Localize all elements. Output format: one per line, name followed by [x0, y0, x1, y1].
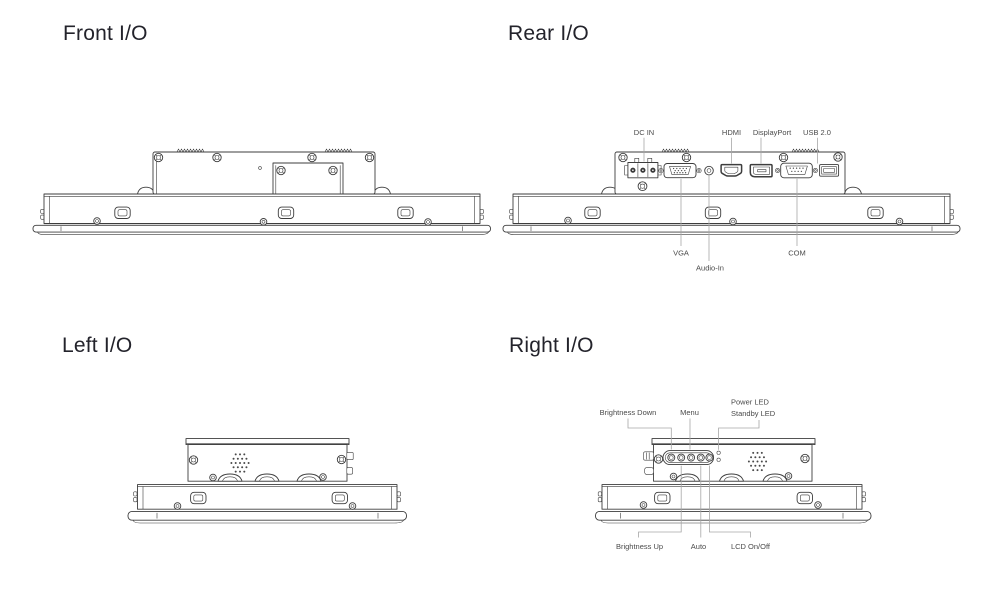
pinhole [258, 166, 262, 170]
left-io-drawing [127, 438, 407, 524]
rear-device-body [509, 193, 954, 226]
bump-screw [209, 473, 217, 482]
control-labels: Brightness Down Menu Power LED Standby L… [600, 398, 776, 552]
mounting-slot [397, 206, 414, 219]
body-screw [895, 217, 904, 226]
mount-bump [137, 186, 155, 195]
control-leaders [627, 418, 760, 538]
lcd-on-off-label: LCD On/Off [731, 542, 771, 551]
dc-in-label: DC IN [634, 128, 654, 137]
side-clamp [949, 209, 954, 220]
mounting-slot [704, 206, 722, 219]
front-bezel [32, 224, 491, 235]
front-io-title: Front I/O [63, 22, 148, 45]
adjust-knob [643, 451, 654, 461]
mounting-plate [272, 162, 344, 195]
housing-screw [653, 454, 664, 464]
com-pins [789, 167, 804, 173]
housing-screw [800, 453, 810, 464]
rear-bezel [502, 224, 961, 235]
mounting-slot [331, 491, 348, 505]
mount-bump [844, 186, 862, 195]
brightness-up-button [677, 453, 686, 462]
rear-io-title: Rear I/O [508, 22, 589, 45]
menu-button [687, 453, 696, 462]
osd-button-pill [662, 450, 715, 466]
ground-screw [637, 181, 648, 192]
mounting-slot [654, 491, 671, 505]
lcd-on-off-button [705, 453, 714, 462]
side-port-stub [644, 467, 654, 475]
com-port [775, 162, 818, 179]
body-screw [173, 502, 182, 510]
side-clamp [396, 491, 401, 503]
usb-label: USB 2.0 [803, 128, 831, 137]
left-bezel [127, 510, 407, 524]
right-io-title: Right I/O [509, 334, 594, 357]
vga-label: VGA [673, 249, 689, 258]
mounting-slot [114, 206, 131, 219]
left-device-body [133, 484, 401, 512]
right-io-drawing: Brightness Down Menu Power LED Standby L… [595, 398, 872, 552]
side-clamp [861, 491, 866, 503]
vga-pins [672, 167, 688, 174]
auto-label: Auto [691, 542, 706, 551]
brightness-down-label: Brightness Down [600, 408, 657, 417]
front-rear-housing [137, 148, 391, 195]
mounting-slot [190, 491, 207, 505]
body-screw [93, 217, 101, 225]
displayport-port [749, 163, 773, 178]
body-screw [729, 217, 737, 226]
body-screw [639, 501, 648, 509]
left-housing [185, 438, 354, 482]
housing-screw [188, 455, 199, 465]
com-label: COM [788, 249, 806, 258]
mounting-slot [867, 206, 884, 219]
mount-bump [373, 186, 391, 195]
side-clamp [597, 491, 602, 503]
auto-button [696, 453, 705, 462]
brightness-down-button [667, 453, 676, 462]
usb-port [819, 164, 840, 177]
brightness-up-label: Brightness Up [616, 542, 663, 551]
right-housing [643, 438, 816, 482]
power-led-label: Power LED [731, 398, 770, 407]
mounting-slot [796, 491, 813, 505]
hdmi-label: HDMI [722, 128, 741, 137]
front-device-body [40, 193, 484, 226]
body-screw [814, 501, 822, 509]
power-led [716, 450, 721, 455]
audio-in-label: Audio-In [696, 264, 724, 273]
rear-io-drawing: DC IN HDMI DisplayPort USB 2.0 VGA Audio… [502, 128, 961, 273]
bump-screw [784, 472, 793, 480]
housing-screw [336, 454, 347, 465]
body-screw [348, 502, 357, 510]
mounting-slot [584, 206, 601, 219]
standby-led [716, 457, 721, 462]
body-screw [424, 218, 432, 226]
body-screw [564, 216, 572, 225]
side-port-stub [346, 467, 353, 475]
front-io-drawing [32, 148, 491, 235]
body-screw [259, 218, 268, 226]
bump-screw [319, 473, 327, 481]
right-device-body [597, 484, 866, 512]
hdmi-port [720, 163, 743, 177]
standby-led-label: Standby LED [731, 409, 776, 418]
vga-port [658, 163, 702, 179]
side-clamp [133, 491, 138, 503]
mounting-slot [277, 206, 295, 219]
side-port-stub [346, 452, 354, 460]
displayport-label: DisplayPort [753, 128, 792, 137]
audio-jack [704, 165, 714, 176]
rear-port-leaders [643, 137, 818, 261]
menu-label: Menu [680, 408, 699, 417]
side-clamp [479, 209, 484, 220]
bump-screw [669, 472, 678, 481]
rear-port-labels: DC IN HDMI DisplayPort USB 2.0 VGA Audio… [634, 128, 831, 273]
left-io-title: Left I/O [62, 334, 133, 357]
right-bezel [595, 510, 872, 524]
